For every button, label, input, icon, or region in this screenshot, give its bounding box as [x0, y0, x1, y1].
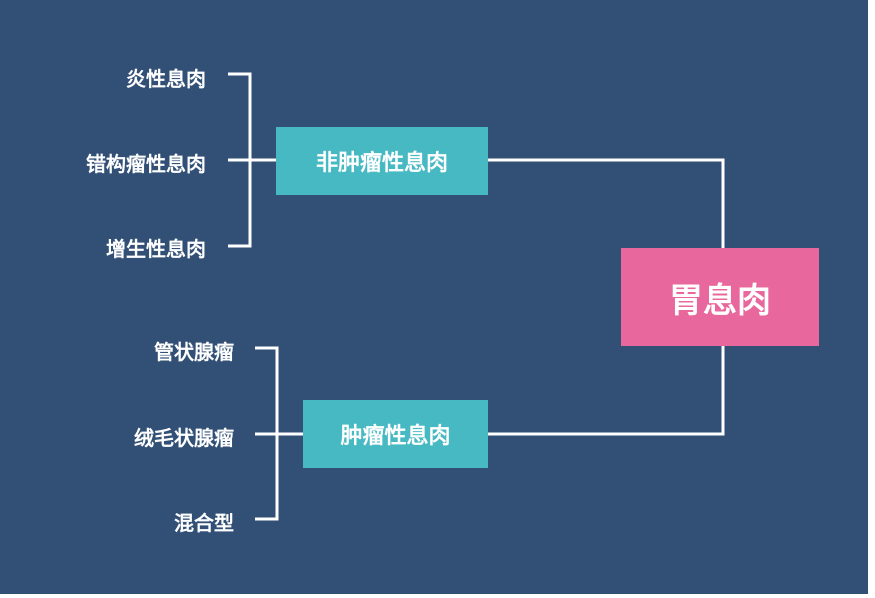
leaf-node: 绒毛状腺瘤 [134, 426, 234, 450]
link-nonneoplastic-to-root [488, 158, 725, 248]
leaf-node: 增生性息肉 [106, 237, 206, 261]
group-box-nonneoplastic: 非肿瘤性息肉 [276, 127, 488, 195]
leaf-node: 错构瘤性息肉 [86, 152, 206, 176]
link-neoplastic-to-root [488, 346, 725, 436]
group-box-neoplastic: 肿瘤性息肉 [303, 400, 488, 468]
root-box: 胃息肉 [621, 248, 819, 346]
leaf-node: 炎性息肉 [126, 67, 206, 91]
leaf-node: 管状腺瘤 [154, 340, 234, 364]
leaf-node: 混合型 [174, 511, 234, 535]
